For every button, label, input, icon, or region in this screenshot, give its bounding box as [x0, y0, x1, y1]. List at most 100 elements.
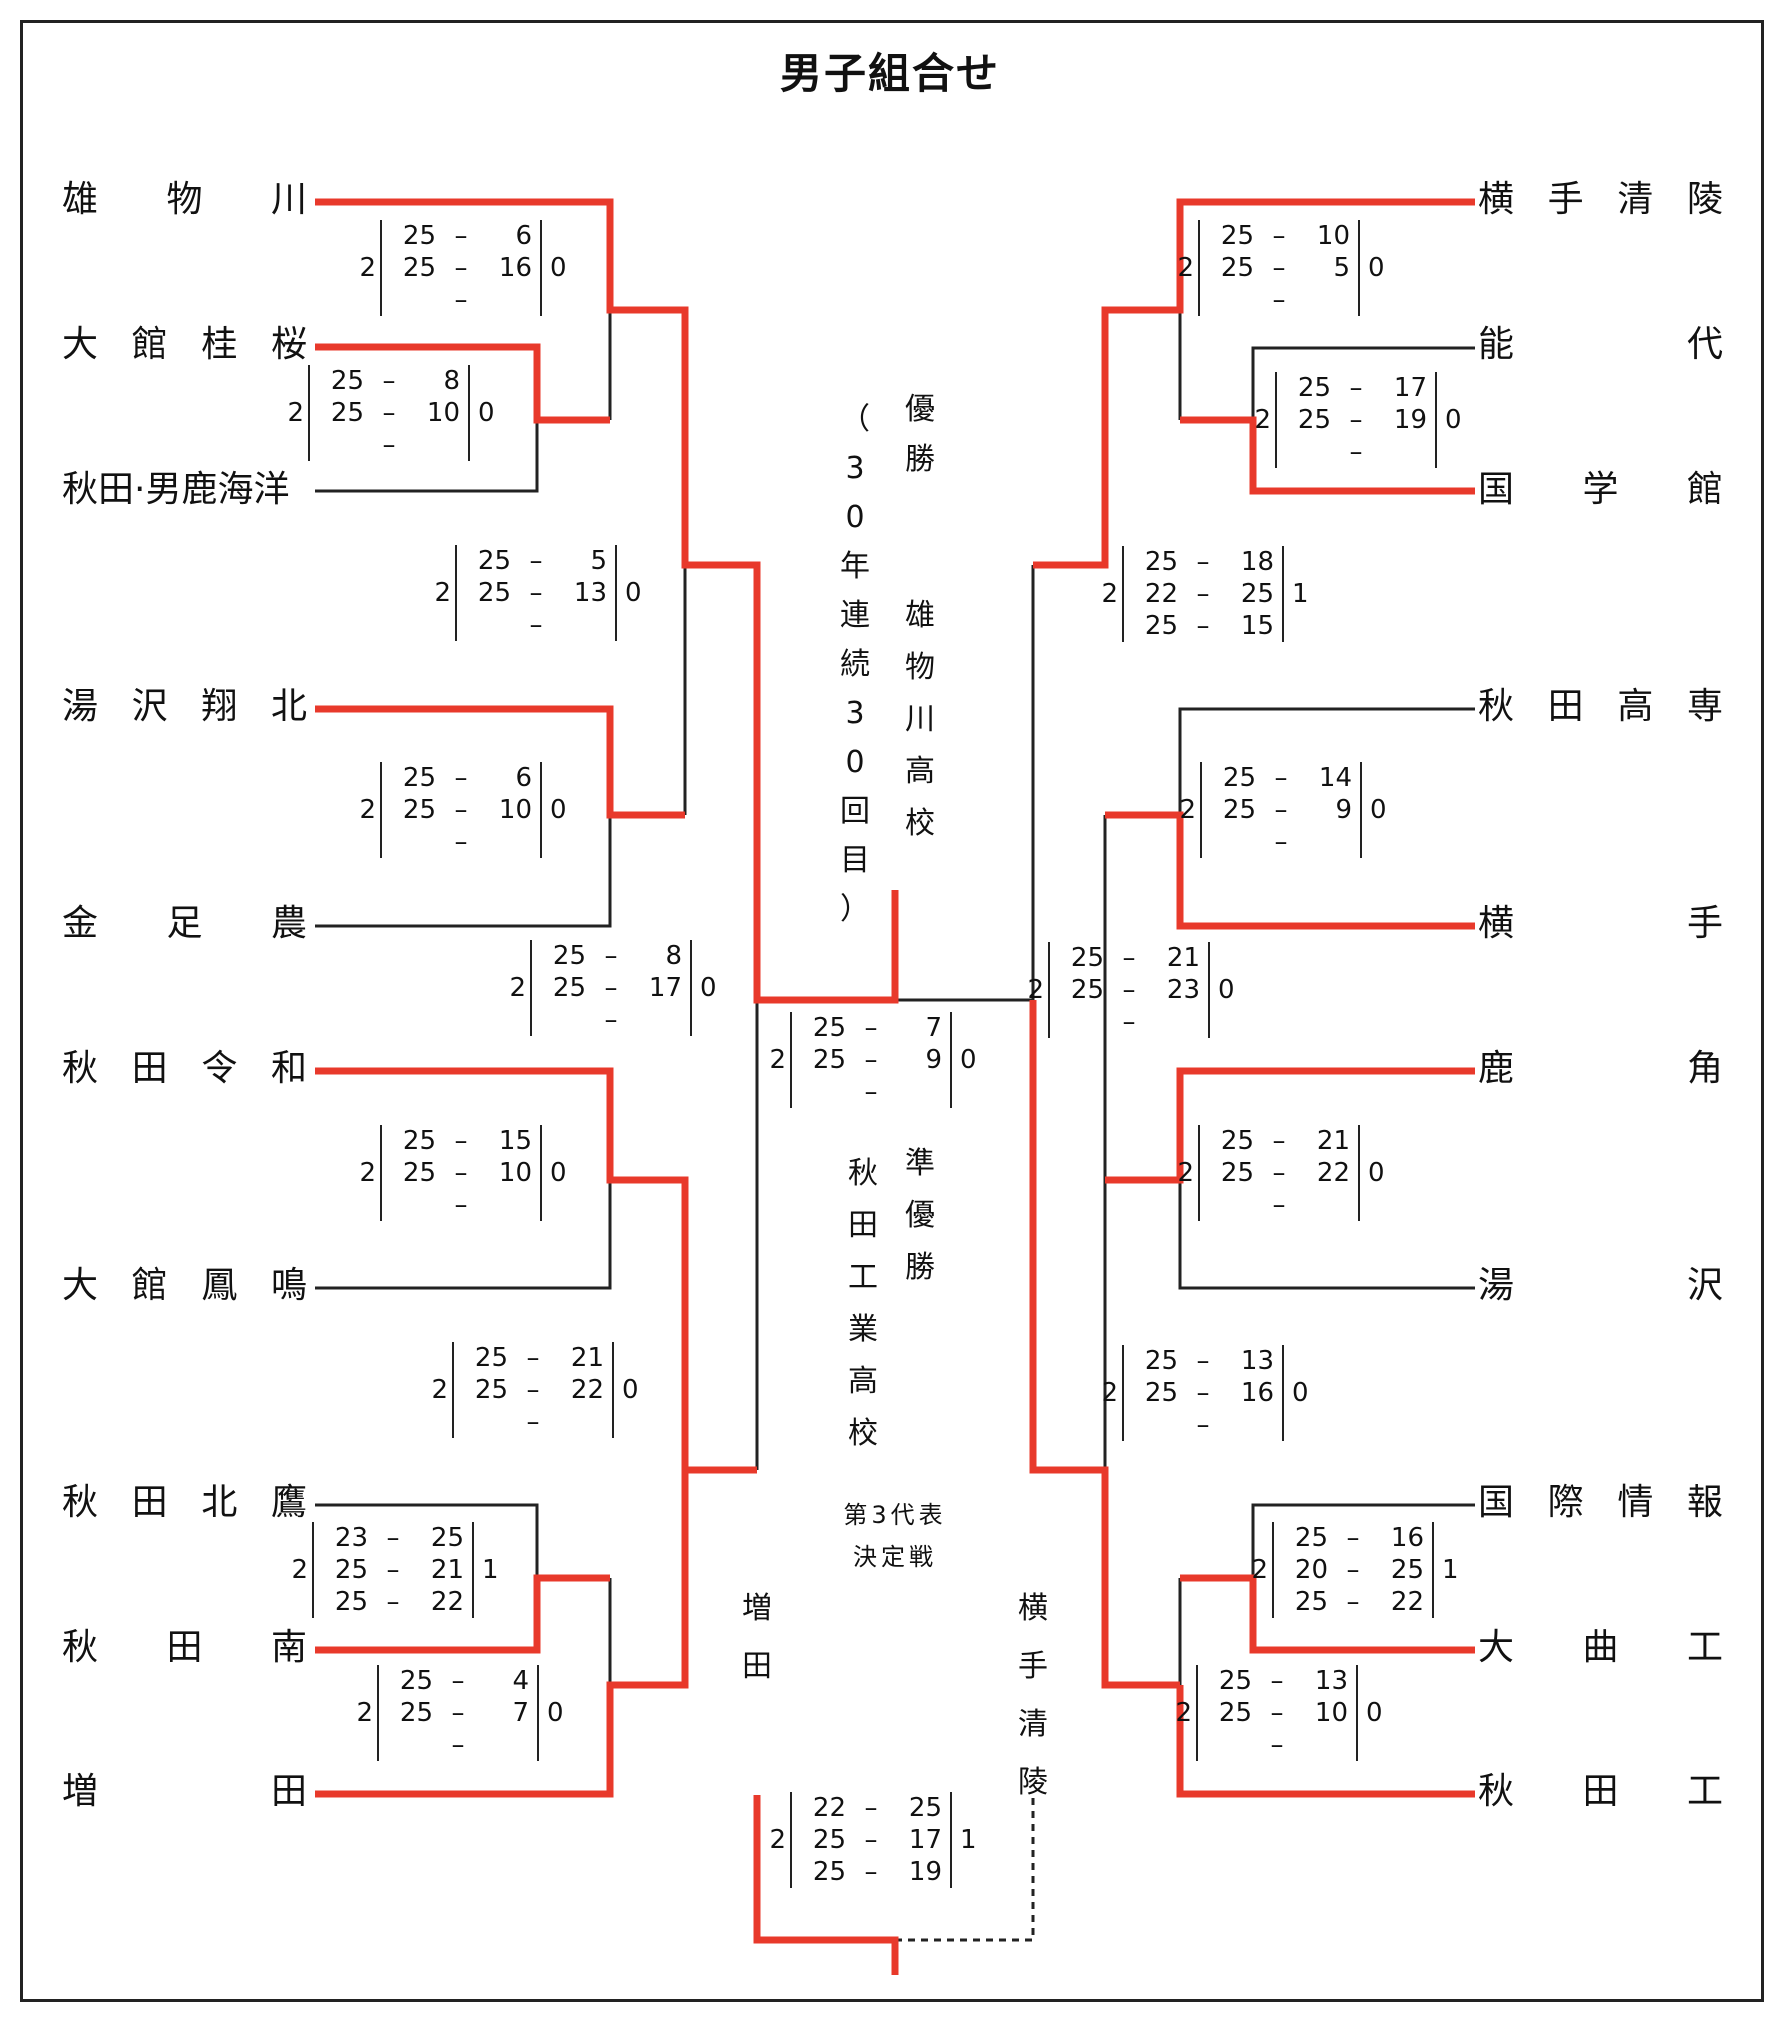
- team-name-char: 工: [1686, 1771, 1723, 1812]
- team-name-char: 桜: [270, 324, 307, 365]
- set-score-dash: –: [864, 1013, 878, 1043]
- team-name-char: 湯: [1478, 1265, 1515, 1306]
- set-score-a: [1132, 1409, 1178, 1441]
- team-name-char: 館: [1686, 469, 1723, 510]
- set-score-row: 25–21: [462, 1342, 604, 1374]
- team-name-char: 鷹: [270, 1482, 307, 1523]
- win-line-right-4: [1105, 1067, 1475, 1184]
- set-score-a: [1206, 1729, 1252, 1761]
- team-right-10: 秋田工: [1478, 1772, 1723, 1812]
- team-name-char: 秋: [62, 1048, 99, 1089]
- bracket-frame: [20, 20, 1764, 2002]
- set-score-b: 10: [426, 398, 460, 428]
- team-left-1: 雄物川: [62, 180, 307, 220]
- sets-won-right: 1: [960, 1825, 977, 1855]
- sets-won-right: 0: [1218, 975, 1235, 1005]
- set-score-b: 22: [1316, 1158, 1350, 1188]
- set-score-b: 21: [570, 1343, 604, 1373]
- sets-won-left: 2: [509, 973, 526, 1003]
- set-score-row: 20–25: [1282, 1554, 1424, 1586]
- set-score-dash: –: [454, 1126, 468, 1156]
- set-score-row: –: [540, 1004, 682, 1036]
- third-place-label-1: 第3代表: [843, 1501, 947, 1529]
- team-name-char: 金: [62, 903, 99, 944]
- set-score-row: 25–7: [387, 1697, 529, 1729]
- set-score-b: 16: [498, 253, 532, 283]
- set-score-b: 9: [1335, 795, 1352, 825]
- team-right-5: 横手: [1478, 904, 1723, 944]
- sets-won-right: 0: [1366, 1698, 1383, 1728]
- set-score-dash: –: [386, 1587, 400, 1617]
- set-score-row: 22–25: [1132, 578, 1274, 610]
- team-name-char: 足: [166, 903, 203, 944]
- set-score-dash: –: [1272, 285, 1286, 315]
- set-score-a: 25: [1144, 547, 1178, 577]
- set-score-a: 25: [330, 398, 364, 428]
- set-score-row: 25–4: [387, 1665, 529, 1697]
- set-score-b: [414, 429, 460, 461]
- set-score-row: 25–14: [1210, 762, 1352, 794]
- set-score-row: –: [1058, 1006, 1200, 1038]
- set-score-b: 15: [498, 1126, 532, 1156]
- set-score-row: 25–16: [1282, 1522, 1424, 1554]
- team-name-char: 田: [131, 1482, 168, 1523]
- set-score-dash: –: [1346, 1587, 1360, 1617]
- set-score-a: 25: [474, 1343, 508, 1373]
- team-name-char: 田: [1582, 1771, 1619, 1812]
- sets-won-left: 2: [769, 1825, 786, 1855]
- sets-won-right: 0: [1292, 1378, 1309, 1408]
- sets-won-left: 2: [1179, 795, 1196, 825]
- set-score-row: 25–10: [318, 397, 460, 429]
- set-score-b: [558, 1406, 604, 1438]
- sets-won-right: 0: [1368, 253, 1385, 283]
- set-score-row: –: [462, 1406, 604, 1438]
- set-score-row: –: [800, 1076, 942, 1108]
- team-right-9: 大曲工: [1478, 1628, 1723, 1668]
- set-score-dash: –: [451, 1666, 465, 1696]
- set-score-b: 13: [1314, 1666, 1348, 1696]
- set-score-b: 18: [1240, 547, 1274, 577]
- team-name-char: 専: [1686, 686, 1723, 727]
- set-score-b: 8: [443, 366, 460, 396]
- sets-won-right: 1: [1442, 1555, 1459, 1585]
- set-score-a: [1208, 1189, 1254, 1221]
- set-score-row: 25–22: [462, 1374, 604, 1406]
- set-score-row: 23–25: [322, 1522, 464, 1554]
- set-score-row: –: [390, 1189, 532, 1221]
- set-score-row: –: [1208, 284, 1350, 316]
- set-score-b: 25: [908, 1793, 942, 1823]
- set-score-a: 25: [552, 941, 586, 971]
- champion-note: （ 3 0 年 連 続 3 0 回 目 ）: [840, 402, 870, 927]
- set-score-a: [390, 284, 436, 316]
- set-score-a: 25: [1220, 253, 1254, 283]
- set-score-a: 25: [1297, 373, 1331, 403]
- set-score-a: 25: [402, 1158, 436, 1188]
- sets-won-right: 0: [1368, 1158, 1385, 1188]
- set-score-b: [1304, 284, 1350, 316]
- team-left-6: 秋田令和: [62, 1049, 307, 1089]
- set-score-row: 25–19: [1285, 404, 1427, 436]
- set-score-b: 8: [665, 941, 682, 971]
- set-score-a: 25: [1220, 221, 1254, 251]
- line-third-dashed: [895, 1795, 1035, 1942]
- sets-won-left: 2: [434, 578, 451, 608]
- set-score-b: 7: [512, 1698, 529, 1728]
- set-score-dash: –: [382, 430, 396, 460]
- runner-up-team: 秋 田 工 業 高 校: [848, 1156, 878, 1451]
- set-score-row: 25–15: [1132, 610, 1274, 642]
- set-score-row: 25–10: [1206, 1697, 1348, 1729]
- set-score-row: 25–17: [540, 972, 682, 1004]
- sets-won-left: 2: [1251, 1555, 1268, 1585]
- set-score-b: [483, 1729, 529, 1761]
- set-score-dash: –: [864, 1857, 878, 1887]
- set-score-row: 25–21: [322, 1554, 464, 1586]
- set-score-row: 25–5: [1208, 252, 1350, 284]
- team-name-char: 北: [201, 1482, 238, 1523]
- set-score-dash: –: [1349, 405, 1363, 435]
- sets-won-left: 2: [1254, 405, 1271, 435]
